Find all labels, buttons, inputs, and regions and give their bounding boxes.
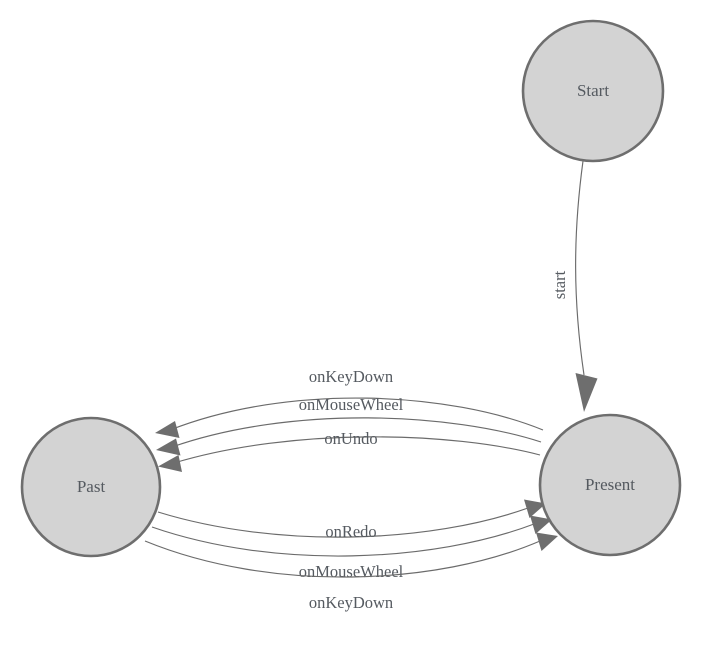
node-start-label: Start <box>577 81 609 100</box>
edge-present-to-past-onkeydown-arrowhead <box>155 421 180 438</box>
node-present-label: Present <box>585 475 635 494</box>
edge-past-to-present-onkeydown[interactable]: onKeyDown <box>144 532 558 612</box>
node-start[interactable]: Start <box>521 19 665 163</box>
node-past-circle <box>20 416 162 558</box>
edge-present-to-past-onmousewheel[interactable]: onMouseWheel <box>156 395 542 456</box>
edge-past-to-present-onredo[interactable]: onRedo <box>157 499 546 541</box>
edge-start-to-present-path <box>575 160 585 376</box>
edge-present-to-past-onkeydown[interactable]: onKeyDown <box>155 367 544 438</box>
edge-past-to-present-onmousewheel-arrowhead <box>530 515 552 534</box>
node-present[interactable]: Present <box>538 413 682 557</box>
edge-present-to-past-onmousewheel-arrowhead <box>156 438 181 456</box>
edge-present-to-past-onundo-arrowhead <box>158 455 182 472</box>
node-start-circle <box>521 19 665 163</box>
edge-past-to-present-onredo-path <box>157 507 529 538</box>
edge-present-to-past-onkeydown-path <box>169 397 544 431</box>
edge-past-to-present-onmousewheel-path <box>151 523 535 557</box>
edge-label-onmousewheel-bottom: onMouseWheel <box>299 562 404 581</box>
edge-present-to-past-onundo[interactable]: onUndo <box>158 429 541 472</box>
node-past-label: Past <box>77 477 106 496</box>
edge-label-onkeydown-top: onKeyDown <box>309 367 393 386</box>
node-present-circle <box>538 413 682 557</box>
edge-label-onmousewheel-top: onMouseWheel <box>299 395 404 414</box>
edge-label-onredo: onRedo <box>325 522 376 541</box>
edge-start-to-present[interactable]: start <box>550 160 598 412</box>
edge-past-to-present-onredo-arrowhead <box>524 499 546 518</box>
edge-past-to-present-onkeydown-arrowhead <box>536 532 558 551</box>
node-past[interactable]: Past <box>20 416 162 558</box>
edge-present-to-past-onmousewheel-path <box>171 417 542 448</box>
edge-past-to-present-onkeydown-path <box>144 540 541 578</box>
edge-label-onkeydown-bottom: onKeyDown <box>309 593 393 612</box>
edge-present-to-past-onundo-path <box>173 436 541 464</box>
edge-start-to-present-arrowhead <box>575 373 598 412</box>
edge-label-start: start <box>550 270 569 299</box>
edge-label-onundo: onUndo <box>324 429 377 448</box>
